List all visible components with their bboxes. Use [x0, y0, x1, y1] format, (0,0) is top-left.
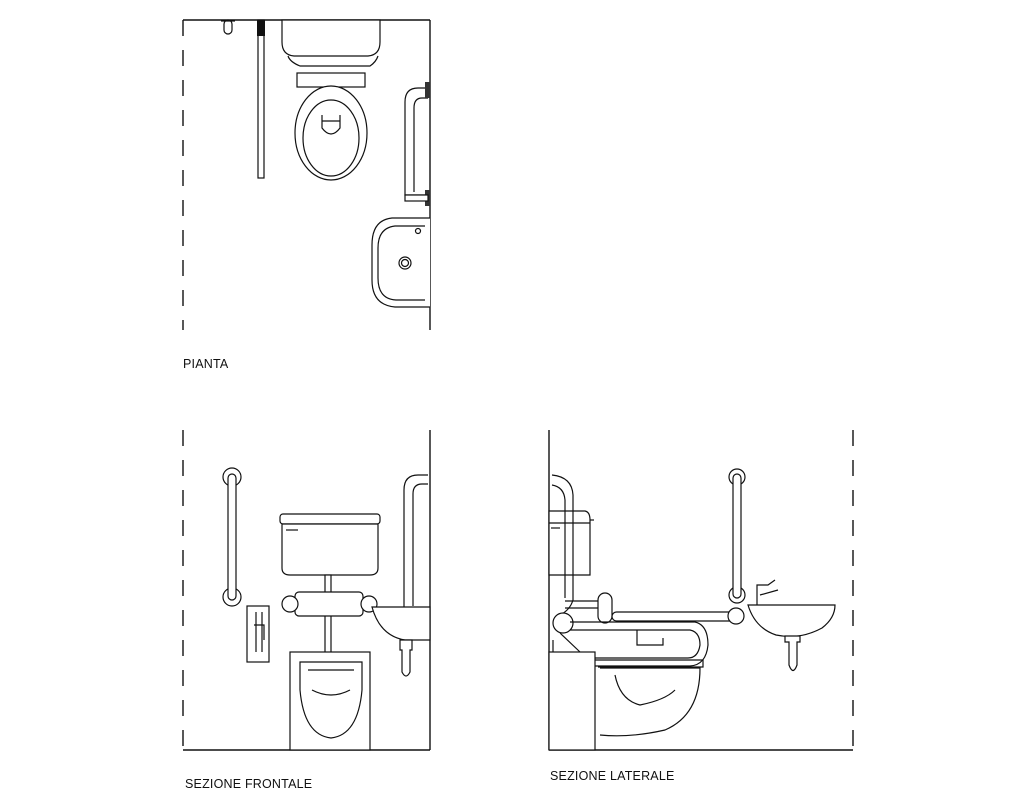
- side-section-label: SEZIONE LATERALE: [550, 769, 675, 783]
- front-paper-holder: [246, 605, 270, 663]
- side-folding-bar-loop: [552, 612, 709, 667]
- front-sink: [371, 606, 431, 677]
- plan-view-label: PIANTA: [183, 357, 229, 371]
- front-support-bracket: [281, 591, 378, 617]
- side-horizontal-grab-bar: [565, 592, 745, 625]
- front-toilet: [289, 651, 371, 751]
- front-section-label: SEZIONE FRONTALE: [185, 777, 313, 791]
- plan-view: [182, 19, 431, 330]
- plan-sink: [371, 217, 430, 308]
- side-section-view: [548, 430, 854, 751]
- plan-shower-head: [221, 19, 235, 35]
- front-cistern: [279, 513, 381, 656]
- plan-vertical-bar: [257, 19, 265, 179]
- side-vertical-grab-bar: [728, 468, 746, 604]
- side-cistern: [548, 510, 594, 576]
- front-section-view: [182, 430, 431, 751]
- front-foldable-grab-bar: [403, 474, 428, 613]
- plan-grab-bar: [404, 82, 430, 206]
- plan-toilet: [281, 19, 381, 181]
- side-foldable-grab-bar-wall: [551, 474, 574, 616]
- side-toilet: [548, 651, 704, 751]
- side-sink: [747, 579, 836, 672]
- front-vertical-grab-bar: [222, 467, 242, 607]
